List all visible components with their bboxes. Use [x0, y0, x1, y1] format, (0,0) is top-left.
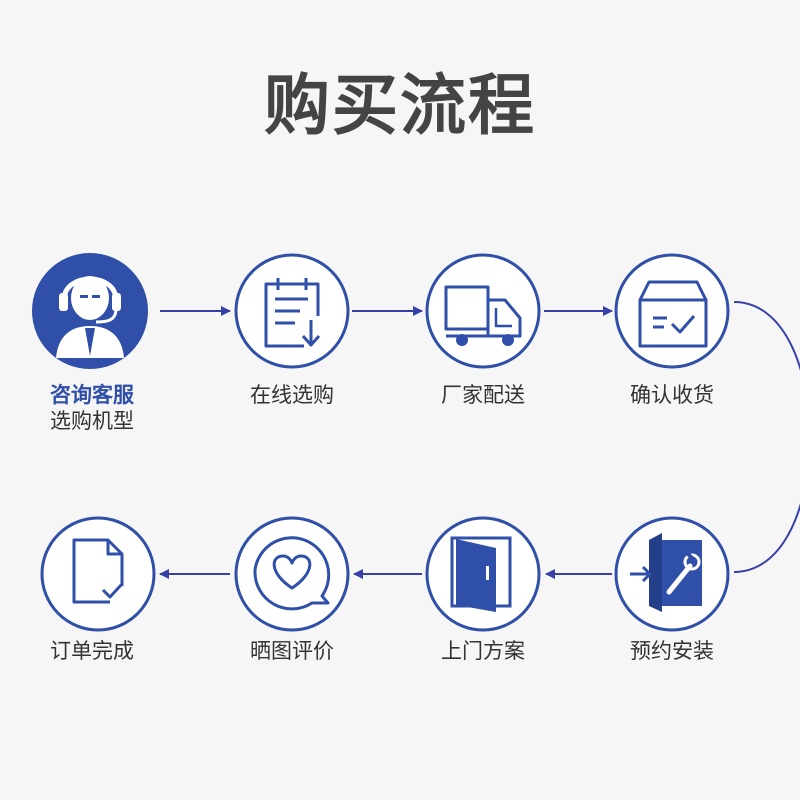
step-7-label: 晒图评价 — [250, 639, 334, 663]
delivery-truck-icon — [444, 285, 522, 338]
received-box-icon — [638, 280, 708, 348]
step-5-label: 预约安装 — [630, 639, 714, 663]
step-5-text: 预约安装 — [602, 638, 742, 664]
step-1-label: 咨询客服 — [50, 383, 134, 407]
step-2-label: 在线选购 — [250, 383, 334, 407]
order-list-icon — [264, 278, 321, 348]
step-2-node — [234, 253, 350, 369]
step-2-text: 在线选购 — [222, 382, 362, 408]
page-title: 购买流程 — [264, 67, 536, 144]
step-8-text: 订单完成 — [22, 638, 162, 664]
heart-comment-icon — [253, 536, 331, 611]
door-icon — [450, 536, 512, 612]
step-5-node — [614, 516, 730, 632]
curve-connector — [733, 301, 800, 573]
step-1-node — [32, 253, 148, 369]
step-4-node — [614, 253, 730, 369]
step-7-node — [234, 516, 350, 632]
step-4-text: 确认收货 — [602, 382, 742, 408]
step-1-text: 咨询客服 选购机型 — [22, 382, 162, 434]
step-3-label: 厂家配送 — [441, 383, 525, 407]
step-7-text: 晒图评价 — [222, 638, 362, 664]
step-3-text: 厂家配送 — [413, 382, 553, 408]
step-6-node — [425, 516, 541, 632]
step-1-sublabel: 选购机型 — [50, 409, 134, 433]
document-check-icon — [72, 538, 124, 604]
step-8-node — [40, 516, 156, 632]
step-4-label: 确认收货 — [630, 383, 714, 407]
step-6-label: 上门方案 — [441, 639, 525, 663]
install-tool-icon — [630, 533, 702, 612]
step-3-node — [425, 253, 541, 369]
customer-service-icon — [56, 276, 124, 358]
step-6-text: 上门方案 — [413, 638, 553, 664]
step-8-label: 订单完成 — [50, 639, 134, 663]
